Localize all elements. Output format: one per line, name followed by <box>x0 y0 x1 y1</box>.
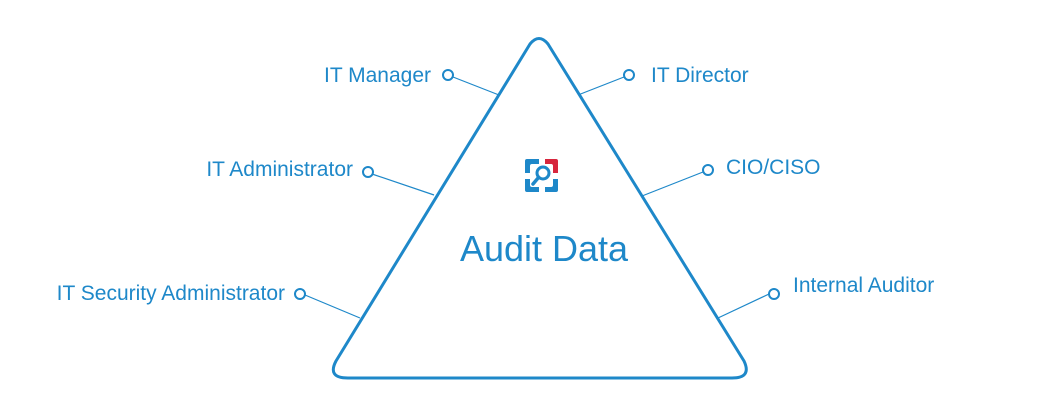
node-internal-auditor <box>768 288 780 300</box>
center-title: Audit Data <box>460 228 629 269</box>
connector-it-administrator <box>371 173 435 196</box>
role-label-cio-ciso: CIO/CISO <box>726 156 821 179</box>
connector-cio-ciso <box>641 171 704 197</box>
node-it-manager <box>442 69 454 81</box>
role-label-it-administrator: IT Administrator <box>206 158 353 181</box>
connector-it-manager <box>452 76 500 96</box>
role-label-it-director: IT Director <box>651 64 749 87</box>
connector-internal-auditor <box>717 293 770 319</box>
node-cio-ciso <box>702 164 714 176</box>
role-label-it-manager: IT Manager <box>324 64 431 87</box>
node-it-administrator <box>362 166 374 178</box>
connector-it-director <box>577 76 625 96</box>
role-label-internal-auditor: Internal Auditor <box>793 274 934 297</box>
node-it-director <box>623 69 635 81</box>
audit-triangle <box>331 37 748 380</box>
audit-search-logo-icon <box>525 159 558 192</box>
connector-it-security-administrator <box>304 294 361 319</box>
role-label-it-security-administrator: IT Security Administrator <box>57 282 285 305</box>
node-it-security-administrator <box>294 288 306 300</box>
